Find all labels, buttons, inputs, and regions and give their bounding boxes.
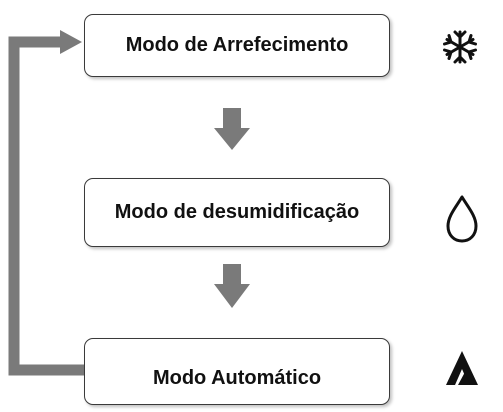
snowflake-icon (443, 30, 477, 64)
automatic-mode-box: Modo Automático (84, 338, 390, 405)
cooling-mode-box: Modo de Arrefecimento (84, 14, 390, 77)
down-arrow-1 (214, 108, 250, 150)
cooling-mode-label: Modo de Arrefecimento (125, 34, 349, 56)
dehumidification-mode-label: Modo de desumidificação (114, 201, 360, 223)
dehumidification-mode-box: Modo de desumidificação (84, 178, 390, 247)
water-drop-icon (446, 195, 478, 243)
down-arrow-2 (214, 264, 250, 308)
auto-mode-icon (446, 351, 478, 385)
loop-back-arrow (8, 36, 84, 376)
automatic-mode-label: Modo Automático (152, 367, 322, 389)
loop-back-arrowhead (60, 30, 82, 54)
